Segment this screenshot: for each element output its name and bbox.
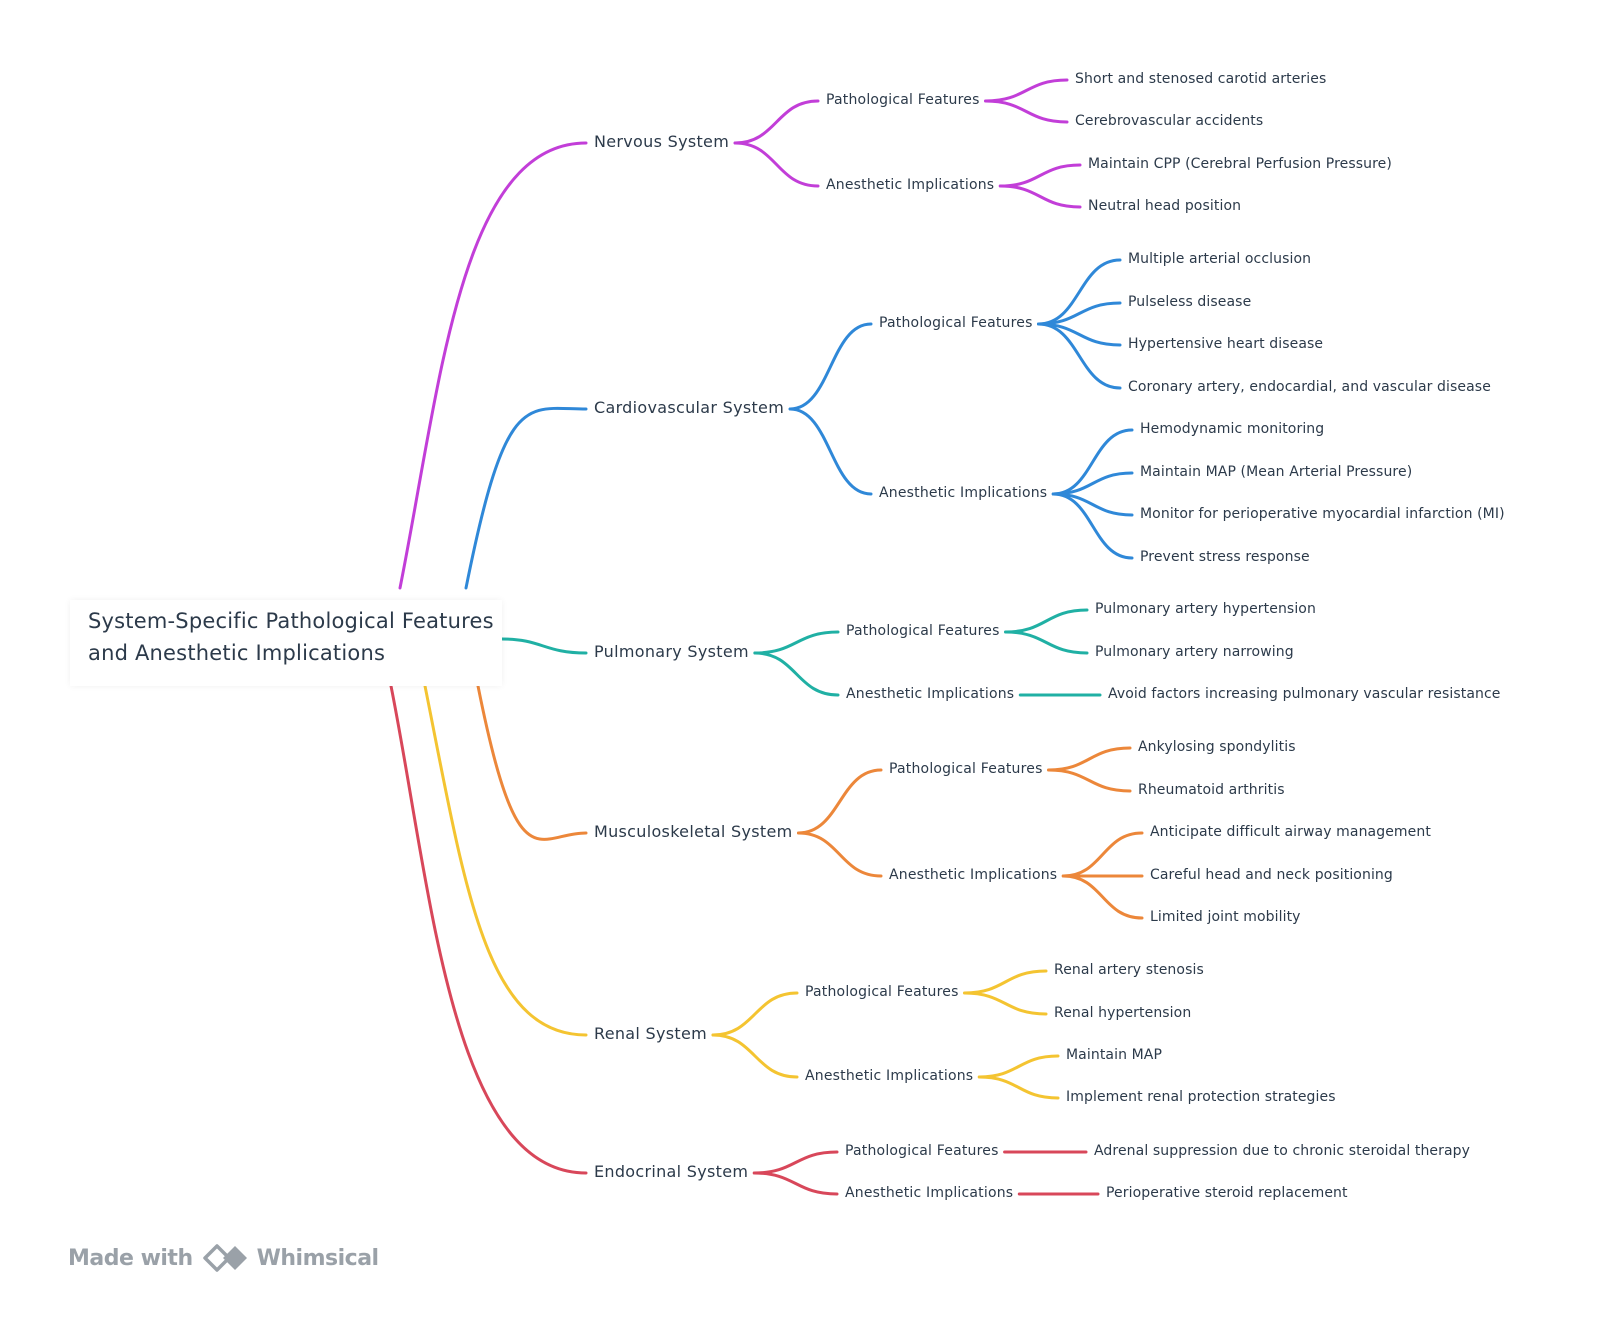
- leaf-node-short-and-stenosed-carotid-arteries[interactable]: Short and stenosed carotid arteries: [1073, 71, 1329, 87]
- leaf-node-adrenal-suppression-due-to-chronic-steroidal-therapy[interactable]: Adrenal suppression due to chronic stero…: [1092, 1143, 1473, 1159]
- edge-endocrinal-system-pathological-features: [752, 1150, 839, 1175]
- edge-renal-system-anesthetic-implications-item-1: [977, 1075, 1060, 1100]
- edge-nervous-system-pathological-features-item-0: [984, 78, 1069, 103]
- pulmonary-system-pathological-features-node[interactable]: Pathological Features: [844, 623, 1002, 639]
- whimsical-logo-icon: [202, 1244, 247, 1272]
- leaf-node-maintain-cpp-cerebral-perfusion-pressure[interactable]: Maintain CPP (Cerebral Perfusion Pressur…: [1086, 156, 1394, 172]
- renal-system-pathological-features-node[interactable]: Pathological Features: [803, 984, 961, 1000]
- edge-musculoskeletal-system-pathological-features-item-1: [1047, 768, 1132, 793]
- edge-renal-system-pathological-features: [711, 991, 799, 1037]
- leaf-node-pulseless-disease[interactable]: Pulseless disease: [1126, 294, 1254, 310]
- edge-pulmonary-system-anesthetic-implications: [753, 651, 840, 697]
- leaf-node-maintain-map-mean-arterial-pressure[interactable]: Maintain MAP (Mean Arterial Pressure): [1138, 464, 1415, 480]
- leaf-node-perioperative-steroid-replacement[interactable]: Perioperative steroid replacement: [1104, 1185, 1350, 1201]
- edge-root-nervous-system: [398, 141, 588, 590]
- leaf-node-renal-hypertension[interactable]: Renal hypertension: [1052, 1005, 1194, 1021]
- edge-root-renal-system: [423, 684, 588, 1037]
- edge-cardiovascular-system-anesthetic-implications: [788, 407, 873, 496]
- footer-made-with: Made with: [68, 1245, 193, 1271]
- nervous-system-pathological-features-node[interactable]: Pathological Features: [824, 92, 982, 108]
- edge-nervous-system-anesthetic-implications-item-0: [998, 163, 1082, 188]
- edge-musculoskeletal-system-anesthetic-implications-item-2: [1061, 874, 1144, 920]
- endocrinal-system-pathological-features-node[interactable]: Pathological Features: [843, 1143, 1001, 1159]
- nervous-system-anesthetic-implications-node[interactable]: Anesthetic Implications: [824, 177, 997, 193]
- leaf-node-rheumatoid-arthritis[interactable]: Rheumatoid arthritis: [1136, 782, 1287, 798]
- edge-cardiovascular-system-pathological-features-item-0: [1037, 258, 1122, 326]
- endocrinal-system-anesthetic-implications-node[interactable]: Anesthetic Implications: [843, 1185, 1016, 1201]
- system-node-endocrinal-system[interactable]: Endocrinal System: [592, 1162, 751, 1181]
- leaf-node-pulmonary-artery-hypertension[interactable]: Pulmonary artery hypertension: [1093, 601, 1318, 617]
- leaf-node-hypertensive-heart-disease[interactable]: Hypertensive heart disease: [1126, 336, 1326, 352]
- edge-pulmonary-system-pathological-features: [753, 630, 840, 655]
- renal-system-anesthetic-implications-node[interactable]: Anesthetic Implications: [803, 1068, 976, 1084]
- footer-watermark[interactable]: Made with Whimsical: [68, 1240, 379, 1276]
- musculoskeletal-system-anesthetic-implications-node[interactable]: Anesthetic Implications: [887, 867, 1060, 883]
- leaf-node-maintain-map[interactable]: Maintain MAP: [1064, 1047, 1165, 1063]
- leaf-node-hemodynamic-monitoring[interactable]: Hemodynamic monitoring: [1138, 421, 1327, 437]
- leaf-node-neutral-head-position[interactable]: Neutral head position: [1086, 198, 1244, 214]
- edge-root-cardiovascular-system: [464, 406, 588, 590]
- leaf-node-cerebrovascular-accidents[interactable]: Cerebrovascular accidents: [1073, 113, 1266, 129]
- leaf-node-renal-artery-stenosis[interactable]: Renal artery stenosis: [1052, 962, 1206, 978]
- edge-cardiovascular-system-anesthetic-implications-item-0: [1051, 428, 1134, 496]
- leaf-node-careful-head-and-neck-positioning[interactable]: Careful head and neck positioning: [1148, 867, 1395, 883]
- edge-renal-system-pathological-features-item-0: [963, 969, 1048, 995]
- system-node-cardiovascular-system[interactable]: Cardiovascular System: [592, 398, 787, 417]
- system-node-musculoskeletal-system[interactable]: Musculoskeletal System: [592, 822, 795, 841]
- edge-musculoskeletal-system-pathological-features: [797, 768, 883, 835]
- root-node[interactable]: [70, 600, 502, 686]
- leaf-node-coronary-artery-endocardial-and-vascular-disease[interactable]: Coronary artery, endocardial, and vascul…: [1126, 379, 1493, 395]
- leaf-node-limited-joint-mobility[interactable]: Limited joint mobility: [1148, 909, 1303, 925]
- leaf-node-anticipate-difficult-airway-management[interactable]: Anticipate difficult airway management: [1148, 824, 1433, 840]
- edge-nervous-system-pathological-features: [733, 99, 820, 145]
- leaf-node-pulmonary-artery-narrowing[interactable]: Pulmonary artery narrowing: [1093, 644, 1296, 660]
- leaf-node-monitor-for-perioperative-myocardial-infarction-mi[interactable]: Monitor for perioperative myocardial inf…: [1138, 506, 1507, 522]
- edge-pulmonary-system-pathological-features-item-1: [1004, 630, 1089, 655]
- edge-nervous-system-anesthetic-implications-item-1: [998, 184, 1082, 209]
- edge-root-musculoskeletal-system: [476, 684, 588, 841]
- leaf-node-multiple-arterial-occlusion[interactable]: Multiple arterial occlusion: [1126, 251, 1314, 267]
- system-node-renal-system[interactable]: Renal System: [592, 1024, 709, 1043]
- musculoskeletal-system-pathological-features-node[interactable]: Pathological Features: [887, 761, 1045, 777]
- edge-musculoskeletal-system-anesthetic-implications: [797, 831, 883, 878]
- root-title-line-1: System-Specific Pathological Features: [88, 609, 494, 633]
- edge-nervous-system-pathological-features-item-1: [984, 99, 1069, 124]
- pulmonary-system-anesthetic-implications-node[interactable]: Anesthetic Implications: [844, 686, 1017, 702]
- system-node-nervous-system[interactable]: Nervous System: [592, 132, 732, 151]
- footer-brand: Whimsical: [256, 1245, 379, 1271]
- leaf-node-implement-renal-protection-strategies[interactable]: Implement renal protection strategies: [1064, 1089, 1338, 1105]
- edge-cardiovascular-system-pathological-features: [788, 322, 873, 411]
- leaf-node-avoid-factors-increasing-pulmonary-vascular-resistance[interactable]: Avoid factors increasing pulmonary vascu…: [1106, 686, 1503, 702]
- edge-endocrinal-system-anesthetic-implications: [752, 1171, 839, 1196]
- edge-pulmonary-system-pathological-features-item-0: [1004, 608, 1089, 634]
- system-node-pulmonary-system[interactable]: Pulmonary System: [592, 642, 751, 661]
- edge-cardiovascular-system-pathological-features-item-3: [1037, 322, 1122, 390]
- leaf-node-prevent-stress-response[interactable]: Prevent stress response: [1138, 549, 1312, 565]
- leaf-node-ankylosing-spondylitis[interactable]: Ankylosing spondylitis: [1136, 739, 1298, 755]
- cardiovascular-system-pathological-features-node[interactable]: Pathological Features: [877, 315, 1035, 331]
- edge-musculoskeletal-system-anesthetic-implications-item-0: [1061, 831, 1144, 878]
- edge-nervous-system-anesthetic-implications: [733, 141, 820, 188]
- root-title-line-2: and Anesthetic Implications: [88, 641, 386, 665]
- edge-renal-system-anesthetic-implications-item-0: [977, 1054, 1060, 1079]
- edge-musculoskeletal-system-pathological-features-item-0: [1047, 746, 1132, 772]
- edge-renal-system-anesthetic-implications: [711, 1033, 799, 1079]
- edge-root-endocrinal-system: [389, 684, 588, 1175]
- edge-cardiovascular-system-anesthetic-implications-item-3: [1051, 492, 1134, 560]
- edge-root-pulmonary-system: [500, 637, 588, 655]
- cardiovascular-system-anesthetic-implications-node[interactable]: Anesthetic Implications: [877, 485, 1050, 501]
- edge-renal-system-pathological-features-item-1: [963, 991, 1048, 1016]
